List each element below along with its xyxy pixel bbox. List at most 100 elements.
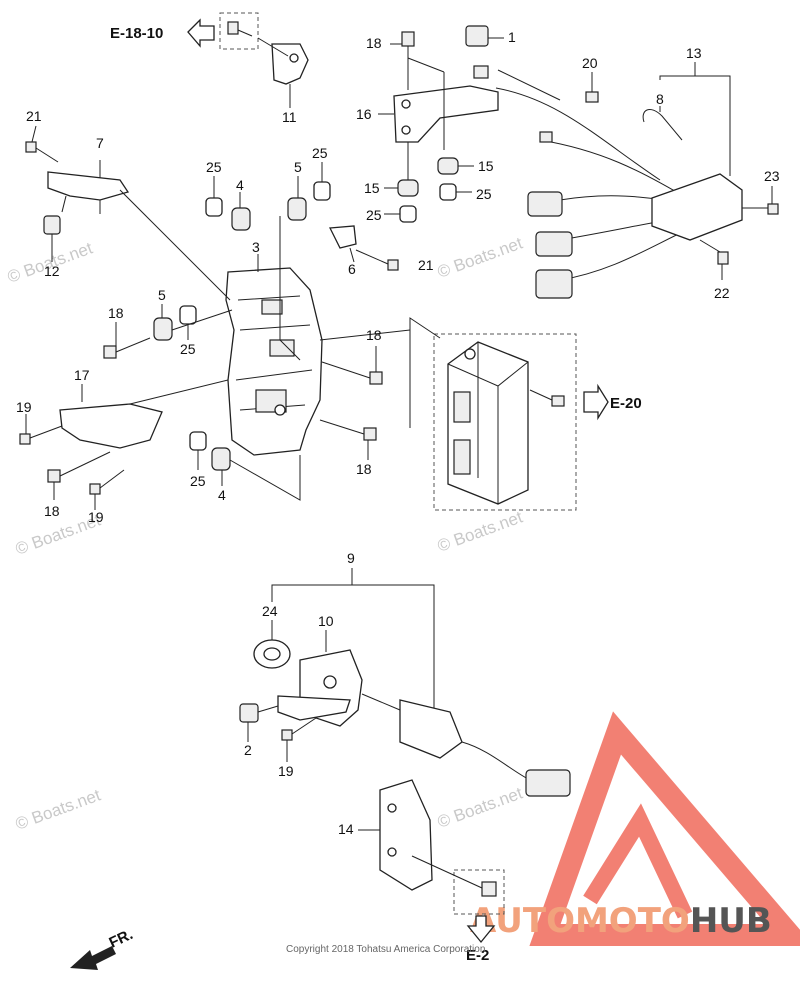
callout-4a: 4 [236,177,244,193]
part-24-ring [253,639,291,669]
callout-5a: 5 [294,159,302,175]
part-14-bracket [379,779,433,891]
callout-18d: 18 [356,461,372,477]
callout-25a: 25 [206,159,222,175]
callout-23: 23 [764,168,780,184]
callout-22: 22 [714,285,730,301]
callout-18c: 18 [366,327,382,343]
arrow-right-icon [583,383,609,421]
callout-12: 12 [44,263,60,279]
bolt-21-left [25,141,59,163]
ref-e-20: E-20 [610,395,642,412]
callout-13: 13 [686,45,702,61]
brand-logo-mark [529,711,800,946]
watermark-4: © Boats.net [435,507,525,555]
part-16-bracket [393,85,499,143]
callout-11: 11 [282,109,297,125]
part-1-clip [465,25,504,47]
dashed-box-e18 [219,12,259,50]
callout-8: 8 [656,91,664,107]
ref-e-2: E-2 [466,947,489,964]
callout-20: 20 [582,55,598,71]
part-15-grommet-a [437,157,459,175]
bolt-19-bottom [281,717,317,741]
callout-10: 10 [318,613,334,629]
dashed-box-e2 [453,869,505,915]
callout-9: 9 [347,550,355,566]
callout-19a: 19 [16,399,32,415]
part-5-grommet-a [287,197,307,221]
part-13-harness [495,87,743,299]
bolt-18-top [401,31,415,90]
bolt-14-mount [411,855,497,897]
callout-6: 6 [348,261,356,277]
callout-16: 16 [356,106,372,122]
callout-18e: 18 [44,503,60,519]
part-5-grommet-b [153,317,173,341]
part-8-wire [642,108,683,141]
brand-text: AUTOMOTOHUB [470,901,772,941]
callout-18a: 18 [366,35,382,51]
bolt-22 [717,251,729,280]
ecu-unit [447,341,529,505]
callout-19c: 19 [278,763,294,779]
bolt-18-lower-right [319,419,377,441]
copyright-text: Copyright 2018 Tohatsu America Corporati… [286,944,485,955]
watermark-5: © Boats.net [13,785,103,833]
bolt-ecu [529,389,565,407]
ref-e-18-10: E-18-10 [110,25,163,42]
ecu-dashed-box [433,333,577,511]
callout-14: 14 [338,821,354,837]
callout-21b: 21 [418,257,434,273]
callout-5b: 5 [158,287,166,303]
bolt-21-mid [355,249,399,271]
callout-15a: 15 [478,158,494,174]
bolt-16-mount [473,65,489,79]
part-15-grommet-b [397,179,419,197]
part-4-grommet-a [231,207,251,231]
bolt-11-upper [227,21,253,37]
callout-labels: 1 2 3 4 4 5 5 6 7 8 9 10 11 12 13 14 15 … [16,29,780,837]
bolt-19-bottomleft [89,469,125,495]
callout-15b: 15 [364,180,380,196]
part-7-bracket [47,171,130,201]
part-17-bracket [59,403,163,449]
watermark-2: © Boats.net [435,233,525,281]
front-label: FR. [107,926,136,952]
part-25-collar-c [179,305,197,325]
bolt-23 [767,203,779,215]
solenoid-relay [361,693,571,797]
part-3-frame [225,267,323,456]
callout-25b: 25 [312,145,328,161]
watermark-6: © Boats.net [435,783,525,831]
front-direction-arrow-icon [70,946,116,970]
arrow-left-icon [187,18,215,48]
callout-4b: 4 [218,487,226,503]
solenoid-mount-plate [277,695,351,721]
callout-25c: 25 [180,341,196,357]
part-25-collar-e [439,183,457,201]
part-12-clip [43,215,61,235]
callout-25f: 25 [366,207,382,223]
callout-19b: 19 [88,509,104,525]
part-25-collar-d [189,431,207,451]
part-6-bracket [328,225,357,249]
callout-7: 7 [96,135,104,151]
part-2-clip [239,703,259,723]
bolt-20 [585,72,599,103]
bolt-18-left [103,337,151,359]
part-25-collar-f [399,205,417,223]
callout-21a: 21 [26,108,42,124]
callout-17: 17 [74,367,90,383]
arrow-down-icon [466,915,496,944]
part-25-collar-a [205,197,223,217]
part-25-collar-b [313,181,331,201]
callout-1: 1 [508,29,516,45]
part-11-bracket [271,43,309,85]
callout-2: 2 [244,742,252,758]
bolt-18-mid-right [321,361,383,385]
callout-25d: 25 [190,473,206,489]
part-4-grommet-b [211,447,231,471]
bolt-18-bottomleft [47,451,111,483]
